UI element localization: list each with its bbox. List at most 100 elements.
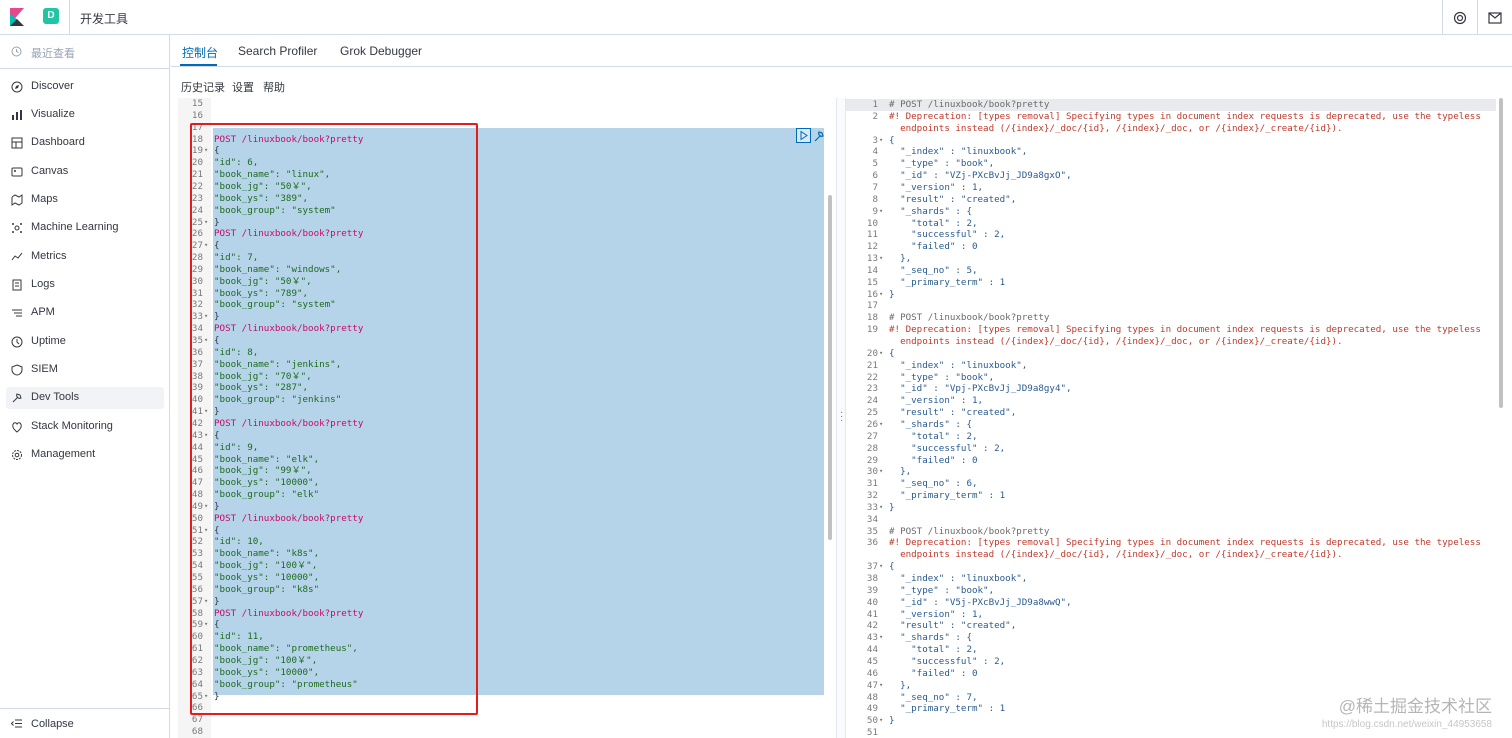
- help-link[interactable]: 帮助: [263, 82, 285, 94]
- newsfeed-button[interactable]: [1477, 0, 1512, 35]
- response-text: {: [889, 134, 895, 146]
- sidebar-item-maps[interactable]: Maps: [6, 189, 164, 211]
- console-toolbar: 历史记录 设置 帮助: [171, 67, 1512, 97]
- tab-console[interactable]: 控制台: [182, 46, 219, 60]
- history-link[interactable]: 历史记录: [181, 82, 225, 94]
- help-button[interactable]: [1442, 0, 1477, 35]
- sidebar-item-canvas[interactable]: Canvas: [6, 161, 164, 183]
- fold-toggle-icon[interactable]: ▾: [879, 348, 884, 357]
- line-number: 41: [191, 406, 203, 418]
- tab-search-profiler[interactable]: Search Profiler: [238, 44, 318, 58]
- response-text: "successful" : 2,: [889, 442, 1006, 454]
- fold-toggle-icon[interactable]: ▾: [204, 241, 209, 250]
- line-number: 38: [191, 370, 203, 382]
- fold-toggle-icon[interactable]: ▾: [879, 254, 884, 263]
- line-number: 68: [191, 726, 203, 738]
- tab-grok-debugger[interactable]: Grok Debugger: [340, 44, 423, 58]
- sidebar-item-stack-monitoring[interactable]: Stack Monitoring: [6, 416, 164, 438]
- line-number: 38: [866, 573, 878, 584]
- line-number: 18: [866, 312, 878, 324]
- response-scrollbar[interactable]: [1499, 98, 1503, 408]
- response-text: # POST /linuxbook/book?pretty: [889, 99, 1050, 110]
- response-text: "failed" : 0: [889, 667, 978, 679]
- fold-toggle-icon[interactable]: ▾: [204, 691, 209, 700]
- line-number: 35: [191, 335, 203, 346]
- fold-toggle-icon[interactable]: ▾: [204, 430, 209, 439]
- kibana-logo-icon[interactable]: [9, 8, 25, 26]
- sidebar-item-management[interactable]: Management: [6, 444, 164, 466]
- sidebar-item-label: Metrics: [31, 250, 67, 262]
- response-line: 37▾{: [846, 561, 1512, 573]
- response-text: "_index" : "linuxbook",: [889, 146, 1028, 158]
- code-line: 32"book_group": "system": [178, 299, 836, 311]
- space-avatar[interactable]: D: [43, 8, 59, 24]
- sidebar-item-discover[interactable]: Discover: [6, 76, 164, 98]
- code-line: 65▾}: [178, 691, 836, 703]
- settings-link[interactable]: 设置: [232, 82, 254, 94]
- fold-toggle-icon[interactable]: ▾: [204, 336, 209, 344]
- recently-viewed[interactable]: 最近查看: [0, 35, 170, 69]
- fold-toggle-icon[interactable]: ▾: [879, 633, 884, 642]
- sidebar-item-machine-learning[interactable]: Machine Learning: [6, 217, 164, 239]
- fold-toggle-icon[interactable]: ▾: [204, 501, 209, 510]
- code-line: 56"book_group": "k8s": [178, 584, 836, 596]
- fold-toggle-icon[interactable]: ▾: [204, 620, 209, 629]
- line-number: 36: [191, 346, 203, 358]
- response-line: 43▾ "_shards" : {: [846, 632, 1512, 644]
- code-line: 39"book_ys": "287",: [178, 382, 836, 394]
- code-line: 68: [178, 726, 836, 738]
- line-number: 35: [866, 525, 878, 537]
- sidebar-item-logs[interactable]: Logs: [6, 274, 164, 296]
- code-line: 38"book_jg": "70￥",: [178, 371, 836, 383]
- play-icon[interactable]: [796, 128, 811, 143]
- sidebar-item-dev-tools[interactable]: Dev Tools: [6, 387, 164, 409]
- response-line: 46 "failed" : 0: [846, 668, 1512, 680]
- response-line: 5 "_type" : "book",: [846, 158, 1512, 170]
- line-number: 61: [191, 643, 203, 655]
- fold-toggle-icon[interactable]: ▾: [879, 206, 884, 215]
- fold-toggle-icon[interactable]: ▾: [879, 419, 884, 428]
- code-text: }: [214, 406, 220, 418]
- fold-toggle-icon[interactable]: ▾: [204, 596, 209, 605]
- response-text: "_primary_term" : 1: [889, 703, 1006, 715]
- line-number: 21: [191, 169, 203, 181]
- response-text: "total" : 2,: [889, 644, 978, 656]
- fold-toggle-icon[interactable]: ▾: [204, 146, 209, 155]
- fold-toggle-icon[interactable]: ▾: [204, 312, 209, 321]
- response-text: # POST /linuxbook/book?pretty: [889, 525, 1050, 537]
- sidebar-item-apm[interactable]: APM: [6, 302, 164, 324]
- sidebar-item-uptime[interactable]: Uptime: [6, 331, 164, 353]
- fold-toggle-icon[interactable]: ▾: [879, 680, 884, 689]
- maps-icon: [11, 194, 23, 206]
- fold-toggle-icon[interactable]: ▾: [204, 407, 209, 416]
- line-number: 53: [191, 548, 203, 560]
- fold-toggle-icon[interactable]: ▾: [879, 467, 884, 476]
- fold-toggle-icon[interactable]: ▾: [879, 562, 884, 571]
- line-number: 24: [191, 204, 203, 216]
- fold-toggle-icon[interactable]: ▾: [879, 716, 884, 725]
- collapse-nav-button[interactable]: Collapse: [0, 708, 170, 738]
- code-line: 16: [178, 110, 836, 122]
- line-number: 60: [191, 631, 203, 643]
- code-text: "id": 9,: [214, 441, 259, 453]
- fold-toggle-icon[interactable]: ▾: [879, 502, 884, 511]
- fold-toggle-icon[interactable]: ▾: [879, 289, 884, 298]
- sidebar-item-visualize[interactable]: Visualize: [6, 104, 164, 126]
- code-line: 48"book_group": "elk": [178, 489, 836, 501]
- request-scrollbar[interactable]: [828, 195, 832, 540]
- fold-toggle-icon[interactable]: ▾: [204, 217, 209, 226]
- sidebar-item-dashboard[interactable]: Dashboard: [6, 132, 164, 154]
- sidebar-item-label: SIEM: [31, 363, 58, 375]
- fold-toggle-icon[interactable]: ▾: [879, 135, 884, 144]
- pane-resizer[interactable]: ···: [836, 98, 846, 738]
- fold-toggle-icon[interactable]: ▾: [204, 525, 209, 534]
- sidebar-item-siem[interactable]: SIEM: [6, 359, 164, 381]
- response-text: "_shards" : {: [889, 632, 972, 644]
- collapse-icon: [11, 719, 22, 728]
- sidebar-item-metrics[interactable]: Metrics: [6, 246, 164, 268]
- code-line: 49▾}: [178, 501, 836, 513]
- wrench-icon[interactable]: [813, 129, 825, 143]
- line-number: 32: [866, 490, 878, 502]
